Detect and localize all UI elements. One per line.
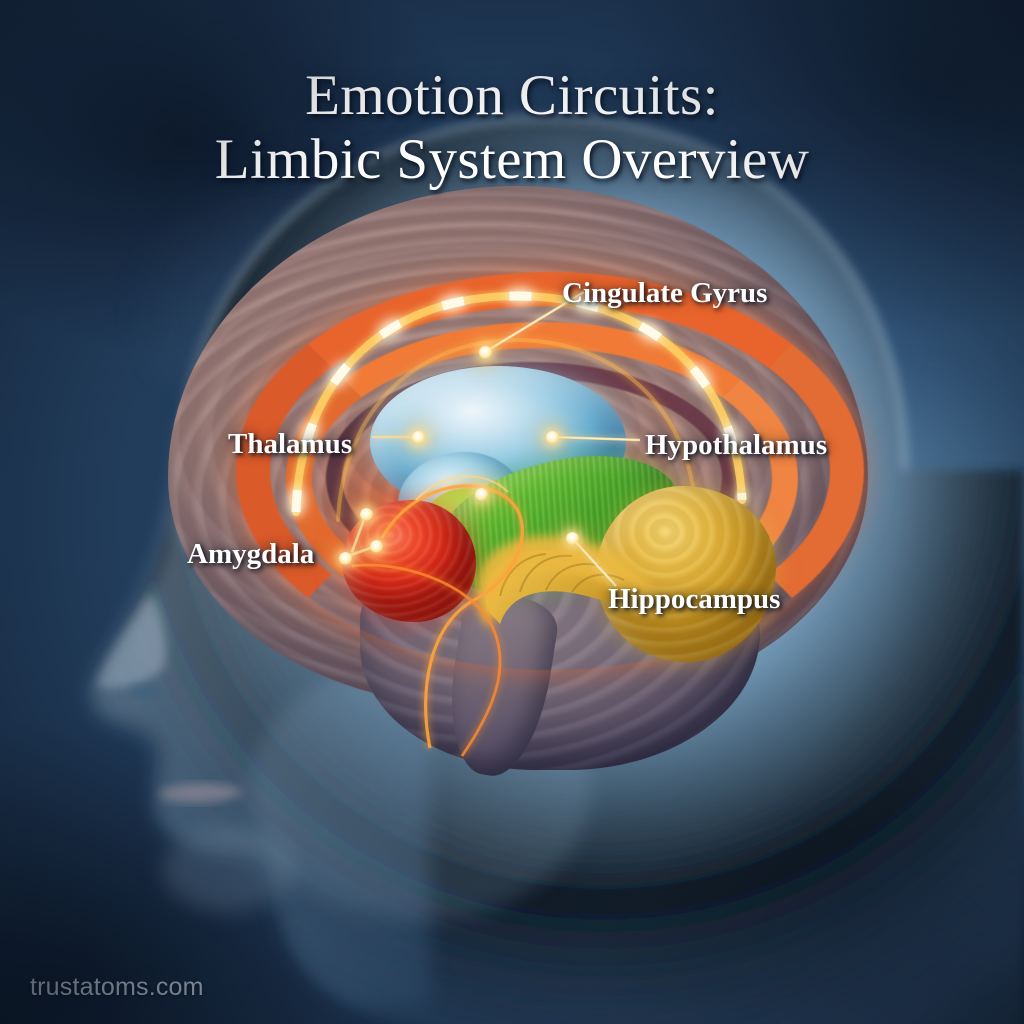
page-title-line-1: Emotion Circuits: [305, 64, 719, 128]
node-thalamus [411, 430, 425, 444]
label-thalamus: Thalamus [228, 428, 353, 460]
node-midline [474, 487, 488, 501]
node-amygdala-c [338, 551, 352, 565]
node-hypothalamus [545, 430, 559, 444]
page-title: Emotion Circuits: Limbic System Overview [0, 64, 1024, 192]
node-hippocampus [565, 531, 579, 545]
label-cingulate-gyrus: Cingulate Gyrus [562, 277, 768, 309]
page-title-line-2: Limbic System Overview [214, 128, 810, 192]
node-amygdala-b [369, 539, 383, 553]
node-cingulate [478, 345, 492, 359]
watermark: trustatoms.com [30, 973, 204, 1001]
label-hypothalamus: Hypothalamus [645, 429, 828, 461]
label-hippocampus: Hippocampus [608, 583, 781, 615]
label-amygdala: Amygdala [187, 538, 315, 570]
node-amygdala-a [359, 507, 373, 521]
